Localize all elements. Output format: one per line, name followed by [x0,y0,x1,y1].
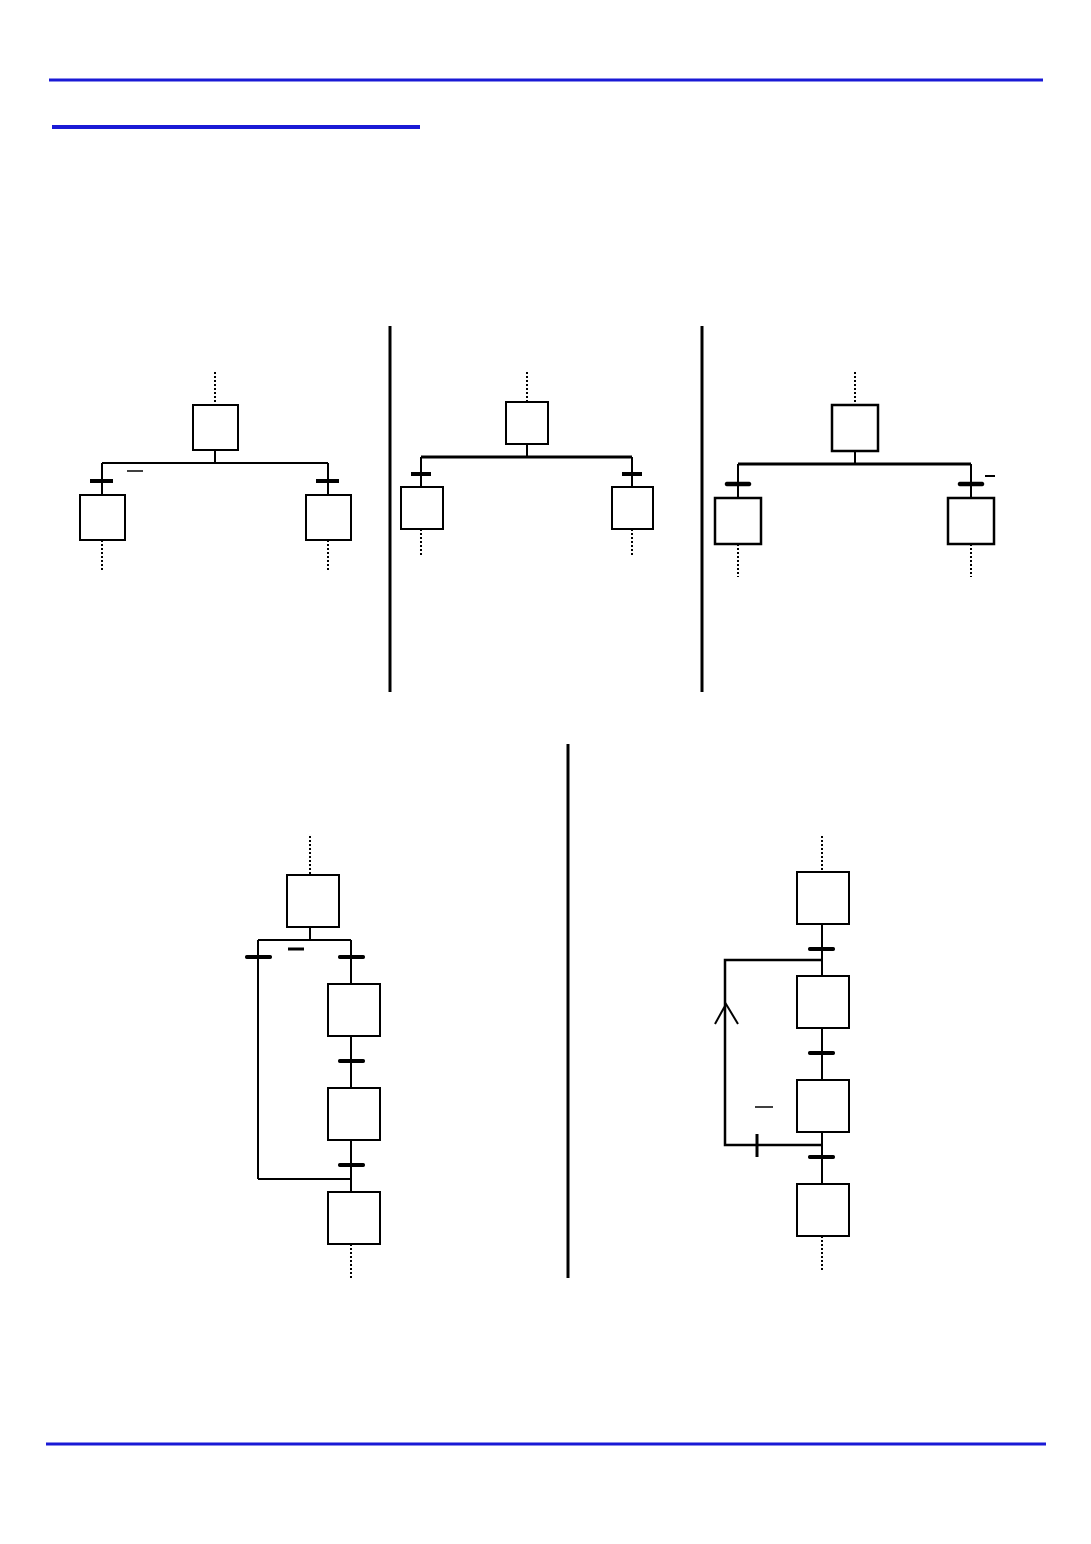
step-box [305,494,352,541]
step-box [327,1191,381,1245]
step-box [713,496,763,546]
step-box [946,496,996,546]
step-box [286,874,340,928]
diagram-step-repeat [714,836,850,1272]
step-box [796,1183,850,1237]
diagram-divergence-or-c [713,372,996,577]
diagram-divergence-or-b [400,372,654,557]
step-box [192,404,239,451]
step-box [327,983,381,1037]
step-box [796,871,850,925]
step-box [505,401,549,445]
loop-path [723,958,822,1147]
diagram-divergence-or-a [79,372,352,570]
step-box [796,975,850,1029]
step-box [796,1079,850,1133]
step-box [611,486,654,530]
arrow-up-icon [714,1001,739,1025]
step-box [400,486,444,530]
step-box [327,1087,381,1141]
step-box [830,403,880,453]
step-box [79,494,126,541]
diagram-step-skip [245,836,381,1278]
